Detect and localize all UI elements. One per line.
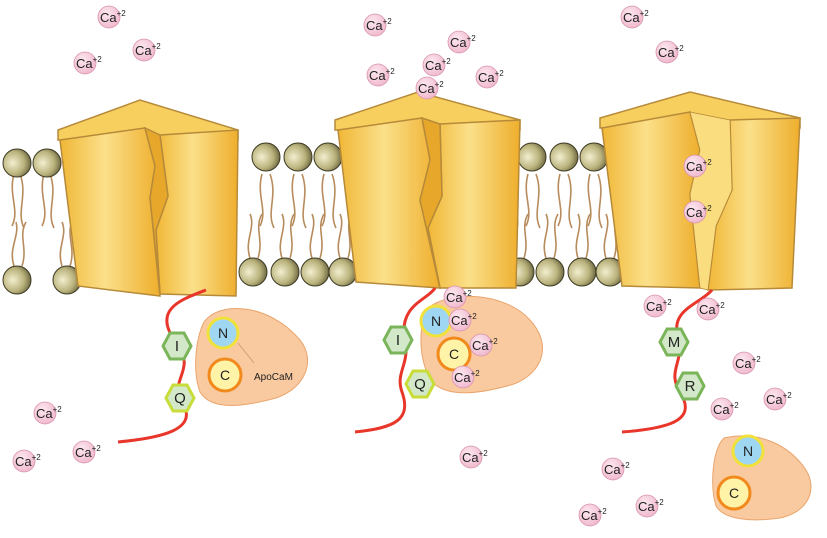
calcium-ion: Ca+2	[683, 200, 712, 224]
ion-label: Ca+2	[36, 405, 62, 421]
calcium-ion: Ca+2	[72, 440, 101, 464]
ion-label: Ca+2	[713, 401, 739, 417]
calcium-ion: Ca+2	[33, 401, 62, 425]
calcium-ion: Ca+2	[459, 445, 488, 469]
calcium-ion: Ca+2	[696, 297, 725, 321]
residue-label-i: I	[396, 332, 400, 349]
residue-label-i: I	[175, 338, 179, 355]
c-lobe-label: C	[449, 346, 459, 362]
ion-label: Ca+2	[699, 301, 725, 317]
channel-open	[599, 91, 801, 291]
calcium-ion: Ca+2	[415, 76, 444, 100]
hex-residue-1: M	[658, 327, 690, 357]
calcium-ion: Ca+2	[578, 503, 607, 527]
channel-apo	[57, 99, 239, 297]
hex-residue-2: R	[674, 371, 706, 401]
c-lobe-label: C	[729, 485, 739, 501]
ion-label: Ca+2	[446, 289, 472, 305]
ion-label: Ca+2	[75, 444, 101, 460]
calcium-ion: Ca+2	[132, 38, 161, 62]
ion-label: Ca+2	[418, 80, 444, 96]
calcium-ion: Ca+2	[620, 5, 649, 29]
ion-label: Ca+2	[369, 67, 395, 83]
n-lobe-label: N	[431, 313, 441, 329]
ion-label: Ca+2	[450, 34, 476, 50]
n-lobe-label: N	[743, 443, 753, 459]
ion-label: Ca+2	[478, 69, 504, 85]
calcium-ion: Ca+2	[448, 308, 477, 332]
ion-label: Ca+2	[658, 44, 684, 60]
ion-label: Ca+2	[686, 204, 712, 220]
ion-label: Ca+2	[451, 312, 477, 328]
calcium-ion: Ca+2	[732, 351, 761, 375]
calcium-ion: Ca+2	[97, 5, 126, 29]
linker-strand	[621, 288, 714, 434]
ion-label: Ca+2	[472, 337, 498, 353]
linker-strand	[117, 288, 207, 444]
calcium-ion: Ca+2	[601, 457, 630, 481]
ion-label: Ca+2	[15, 453, 41, 469]
panel-apo: I Q N C ApoCaM	[117, 288, 309, 444]
channel-ca-bound	[334, 91, 521, 289]
apocam-label: ApoCaM	[254, 372, 293, 383]
ion-label: Ca+2	[686, 158, 712, 174]
hex-residue-1: I	[161, 331, 193, 361]
ion-label: Ca+2	[454, 369, 480, 385]
ion-label: Ca+2	[366, 17, 392, 33]
c-lobe: C	[436, 336, 472, 372]
lipid-heads	[2, 142, 625, 295]
linker-strand	[354, 287, 437, 434]
calcium-ion: Ca+2	[635, 494, 664, 518]
calcium-ion: Ca+2	[363, 13, 392, 37]
hex-residue-2: Q	[164, 383, 196, 413]
c-lobe: C	[716, 475, 752, 511]
calcium-ion: Ca+2	[447, 30, 476, 54]
calcium-ion: Ca+2	[475, 65, 504, 89]
ion-label: Ca+2	[638, 498, 664, 514]
residue-label-r: R	[685, 378, 696, 395]
n-lobe: N	[206, 316, 240, 350]
calcium-ion: Ca+2	[643, 294, 672, 318]
ion-label: Ca+2	[766, 391, 792, 407]
calcium-ion: Ca+2	[655, 40, 684, 64]
ion-label: Ca+2	[425, 57, 451, 73]
ion-label: Ca+2	[581, 507, 607, 523]
calcium-ion: Ca+2	[73, 51, 102, 75]
calcium-ion: Ca+2	[366, 63, 395, 87]
ion-label: Ca+2	[604, 461, 630, 477]
calcium-ion: Ca+2	[763, 387, 792, 411]
calcium-ion: Ca+2	[12, 449, 41, 473]
residue-label-q: Q	[174, 390, 186, 407]
panel-ca-bound: I Q N C	[354, 287, 544, 434]
residue-label-m: M	[668, 334, 681, 351]
calcium-ion: Ca+2	[422, 53, 451, 77]
ion-label: Ca+2	[462, 449, 488, 465]
n-lobe: N	[419, 304, 453, 338]
ion-label: Ca+2	[76, 55, 102, 71]
ion-label: Ca+2	[646, 298, 672, 314]
calcium-ion: Ca+2	[683, 154, 712, 178]
ion-label: Ca+2	[100, 9, 126, 25]
calcium-ion: Ca+2	[710, 397, 739, 421]
calcium-ion: Ca+2	[443, 285, 472, 309]
n-lobe: N	[731, 434, 765, 468]
ion-label: Ca+2	[735, 355, 761, 371]
n-lobe-label: N	[218, 325, 228, 341]
c-lobe-label: C	[220, 367, 230, 383]
hex-residue-2: Q	[404, 369, 436, 399]
residue-label-q: Q	[414, 376, 426, 393]
ion-label: Ca+2	[623, 9, 649, 25]
calcium-ion: Ca+2	[469, 333, 498, 357]
panel-mutant: M R N C	[621, 288, 812, 521]
calcium-ion: Ca+2	[451, 365, 480, 389]
c-lobe: C	[207, 357, 243, 393]
hex-residue-1: I	[382, 325, 414, 355]
ion-label: Ca+2	[135, 42, 161, 58]
